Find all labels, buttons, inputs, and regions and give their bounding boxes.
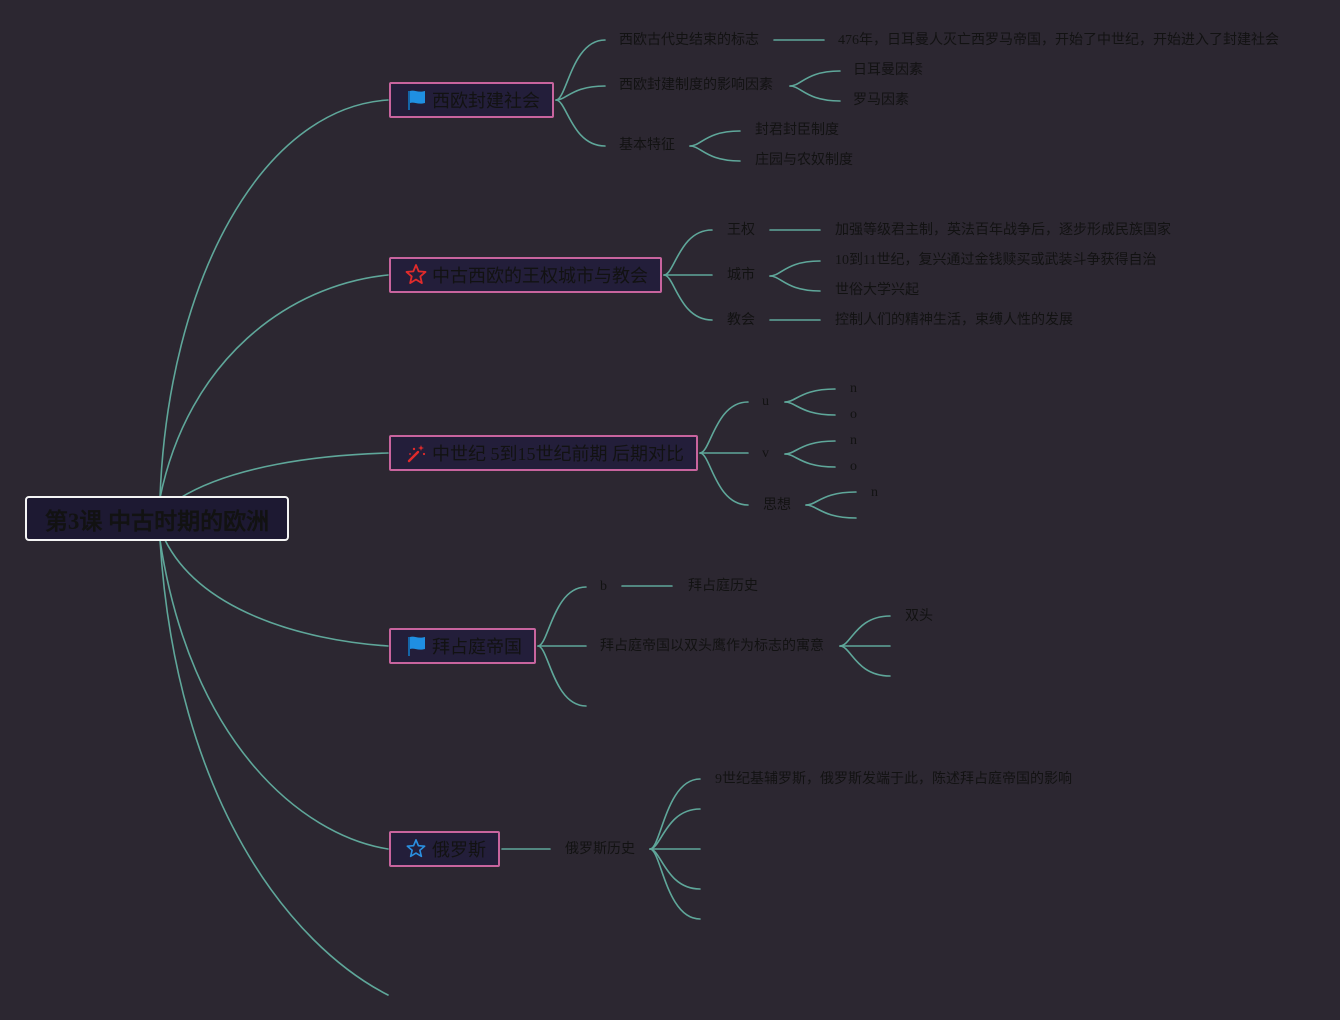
branch-topic-label: 西欧封建社会 [432, 91, 540, 111]
connector-line [689, 130, 741, 147]
leaf-topic[interactable]: n [871, 485, 878, 500]
leaf-topic[interactable]: 封君封臣制度 [755, 123, 839, 138]
connector-line [537, 645, 587, 707]
leaf-topic[interactable]: 世俗大学兴起 [835, 283, 919, 298]
flag-icon [405, 89, 427, 111]
connector-line [179, 452, 389, 499]
subtopic[interactable]: 基本特征 [619, 138, 675, 153]
connector-line [699, 401, 749, 454]
connector-line [555, 85, 606, 101]
leaf-topic[interactable]: 日耳曼因素 [853, 63, 923, 78]
root-topic-label: 第3课 中古时期的欧洲 [44, 508, 270, 534]
connector-line [649, 848, 701, 890]
connector-line [649, 778, 701, 850]
branch-topic-western-feudal-society[interactable]: 西欧封建社会 [389, 82, 554, 118]
connector-line [769, 275, 821, 292]
connector-line [649, 848, 701, 920]
connector-line [789, 70, 841, 87]
connector-line [663, 274, 713, 321]
flag-icon [405, 635, 427, 657]
subtopic[interactable]: 西欧古代史结束的标志 [619, 33, 759, 48]
leaf-topic[interactable]: 加强等级君主制，英法百年战争后，逐步形成民族国家 [835, 223, 1171, 238]
leaf-topic[interactable]: 10到11世纪，复兴通过金钱赎买或武装斗争获得自治 [835, 253, 1157, 268]
connector-line [784, 388, 836, 403]
star-icon [405, 264, 427, 286]
leaf-topic[interactable]: 双头 [905, 609, 933, 624]
subtopic[interactable]: 王权 [727, 223, 755, 238]
leaf-topic[interactable]: o [850, 459, 857, 474]
magic-wand-icon [405, 442, 427, 464]
connector-line [805, 491, 857, 506]
subtopic[interactable]: 俄罗斯历史 [565, 842, 635, 857]
leaf-topic[interactable]: 罗马因素 [853, 93, 909, 108]
connector-line [769, 260, 821, 277]
connector-line [164, 539, 389, 647]
branch-topic-label: 中世纪 5到15世纪前期 后期对比 [432, 444, 684, 464]
connector-line [159, 274, 389, 499]
leaf-topic[interactable]: 476年，日耳曼人灭亡西罗马帝国，开始了中世纪，开始进入了封建社会 [838, 33, 1279, 48]
subtopic[interactable]: 教会 [727, 313, 755, 328]
leaf-topic[interactable]: 庄园与农奴制度 [755, 153, 853, 168]
branch-topic-byzantine-empire[interactable]: 拜占庭帝国 [389, 628, 536, 664]
connector-line [555, 39, 606, 101]
connector-line [839, 645, 891, 677]
leaf-topic[interactable]: n [850, 381, 857, 396]
branch-topic-kingship-cities-church[interactable]: 中古西欧的王权城市与教会 [389, 257, 662, 293]
connector-line [784, 401, 836, 416]
connector-line [159, 539, 389, 996]
connector-line [784, 440, 836, 455]
connector-line [537, 586, 587, 647]
branch-topic-label: 拜占庭帝国 [432, 637, 522, 657]
branch-topic-russia[interactable]: 俄罗斯 [389, 831, 500, 867]
subtopic[interactable]: 思想 [763, 498, 791, 513]
subtopic[interactable]: v [762, 446, 769, 461]
connector-line [789, 85, 841, 102]
connector-line [663, 229, 713, 276]
root-topic[interactable]: 第3课 中古时期的欧洲 [25, 496, 289, 541]
subtopic[interactable]: 城市 [727, 268, 755, 283]
leaf-topic[interactable]: 拜占庭历史 [688, 579, 758, 594]
subtopic[interactable]: u [762, 394, 769, 409]
connector-line [839, 615, 891, 647]
connector-line [649, 808, 701, 850]
connector-line [699, 452, 749, 506]
leaf-topic[interactable]: n [850, 433, 857, 448]
star-icon [405, 838, 427, 860]
branch-topic-middle-ages-comparison[interactable]: 中世纪 5到15世纪前期 后期对比 [389, 435, 698, 471]
connector-line [805, 504, 857, 519]
connector-line [159, 99, 389, 499]
subtopic[interactable]: 拜占庭帝国以双头鹰作为标志的寓意 [600, 639, 824, 654]
branch-topic-label: 俄罗斯 [432, 840, 486, 860]
branch-topic-label: 中古西欧的王权城市与教会 [432, 266, 648, 286]
subtopic[interactable]: b [600, 579, 607, 594]
leaf-topic[interactable]: 9世纪基辅罗斯，俄罗斯发端于此，陈述拜占庭帝国的影响 [715, 772, 1072, 787]
subtopic[interactable]: 西欧封建制度的影响因素 [619, 78, 773, 93]
connector-line [784, 453, 836, 468]
connector-line [555, 99, 606, 147]
leaf-topic[interactable]: 控制人们的精神生活，束缚人性的发展 [835, 313, 1073, 328]
leaf-topic[interactable]: o [850, 407, 857, 422]
connector-line [159, 539, 389, 850]
connector-line [689, 145, 741, 162]
